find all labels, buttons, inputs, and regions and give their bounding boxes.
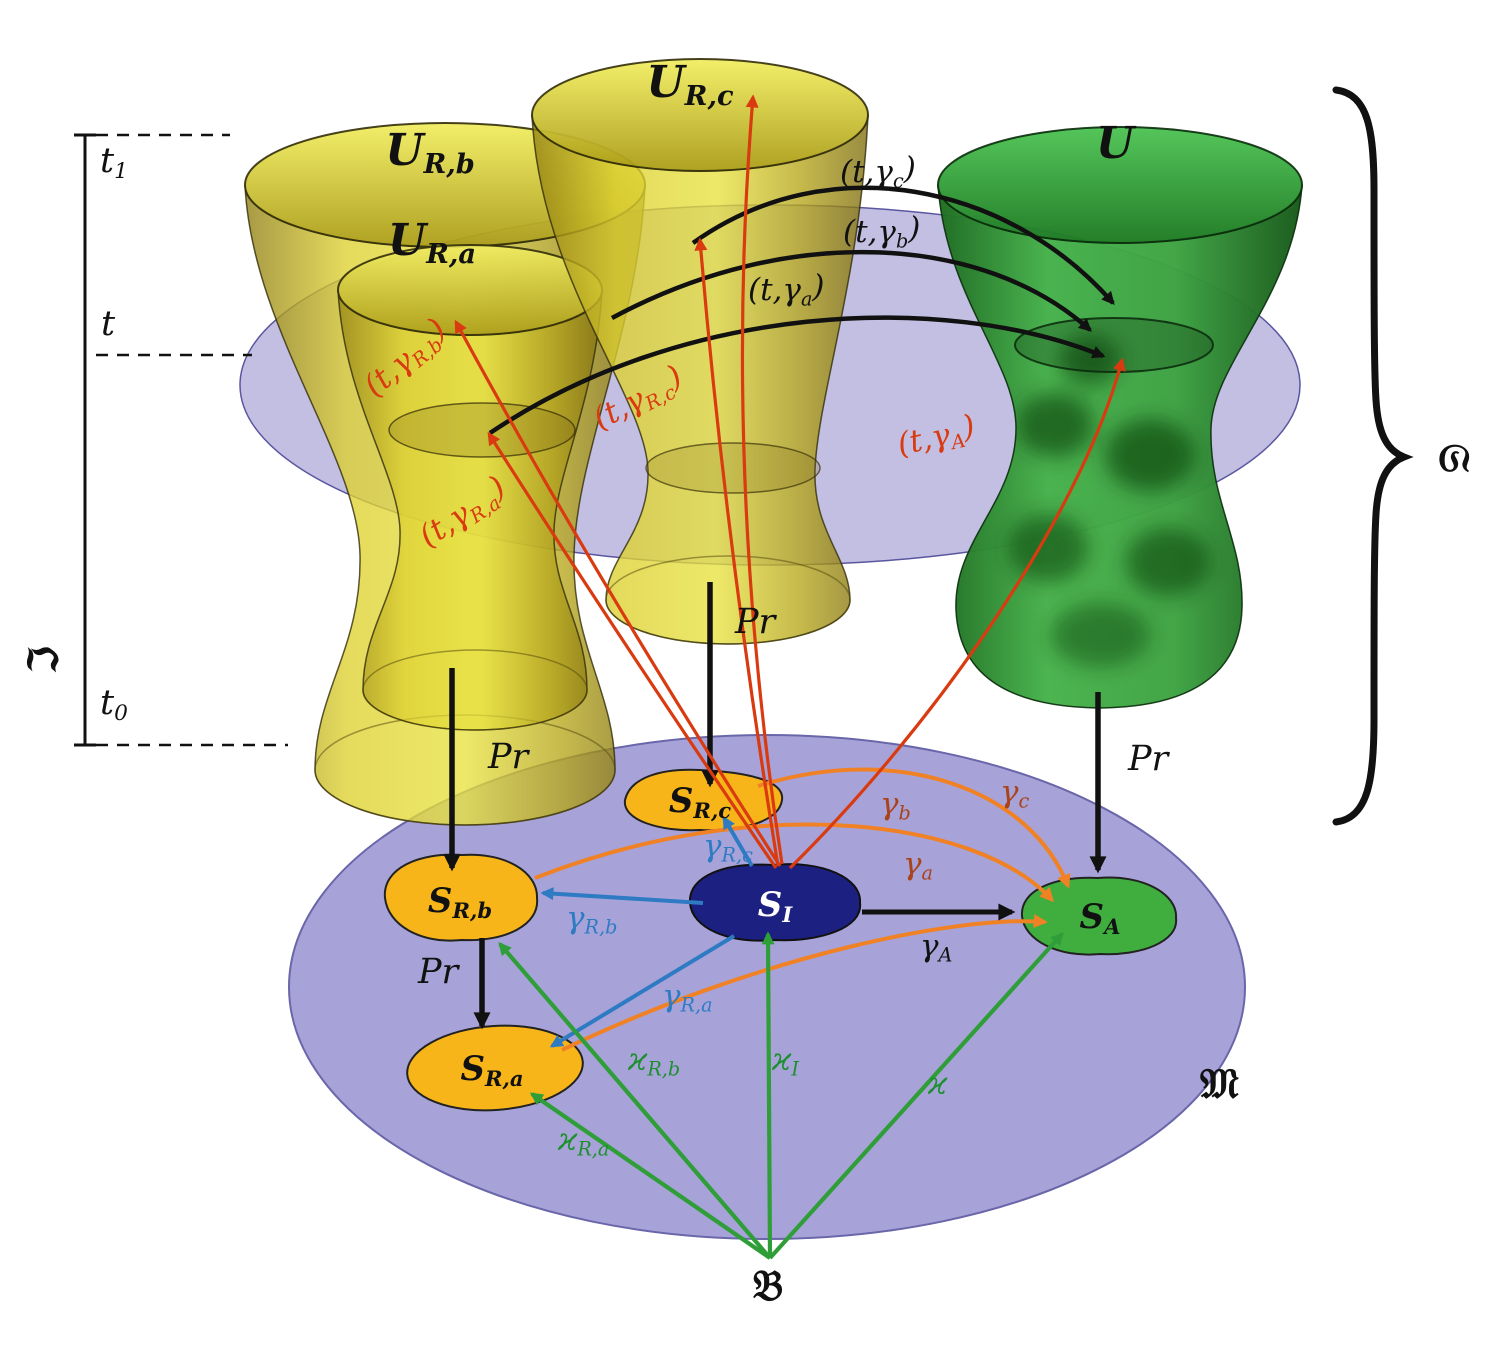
arrow-gamma-c: [757, 767, 1071, 889]
region-s-rb: [383, 853, 539, 942]
label-pr-s-rb: Pr: [417, 952, 461, 992]
label-t: t: [101, 304, 116, 344]
label-s-rb: SR,b: [428, 881, 492, 923]
tube-u-slice-curve: [1014, 317, 1214, 373]
arrow-kappa: [768, 932, 1064, 1260]
label-gamma-a: γa: [903, 846, 933, 884]
arrow-t-gamma-rc: [740, 94, 784, 865]
region-s-rc: [623, 768, 784, 832]
tube-u-rc-bottom-rim: [605, 555, 851, 645]
arrow-kappa-ra: [529, 1092, 772, 1260]
tube-u-ra-slice-curve: [388, 402, 576, 458]
label-s-i: SI: [758, 885, 794, 927]
label-u: U: [1096, 118, 1137, 169]
arrow-t-gamma-ra: [487, 431, 778, 869]
label-kappa-rb: ϰR,b: [627, 1042, 680, 1080]
label-t0: t0: [100, 683, 128, 726]
label-kappa-ra: ϰR,a: [557, 1122, 609, 1160]
tube-u-top-rim: [937, 126, 1303, 244]
label-t-gamma-a: (t,γa): [748, 269, 825, 311]
label-gamma-A: γA: [920, 928, 952, 966]
tube-u-rc-slice-curve: [645, 442, 821, 494]
label-kappa: ϰ: [927, 1066, 948, 1102]
label-interval-frak-i: ℑ: [19, 645, 68, 674]
label-pr-u: Pr: [1127, 739, 1171, 779]
label-u-rb: UR,b: [385, 125, 475, 180]
arrow-kappa-i: [761, 931, 775, 1259]
arrow-t-gamma-a: [488, 315, 1106, 435]
arrow-gamma-b: [534, 822, 1054, 903]
label-manifold-frak-m: 𝔐: [1200, 1059, 1239, 1108]
arrow-t-gamma-rc-inner: [694, 237, 780, 867]
region-s-ra: [406, 1024, 584, 1112]
label-s-a: SA: [1080, 897, 1121, 939]
region-s-i: [688, 863, 862, 942]
label-u-rc: UR,c: [646, 57, 734, 112]
arrow-gamma-rc: [722, 815, 754, 868]
tube-u-ra-bottom-rim: [362, 649, 588, 731]
label-base-frak-b: 𝔅: [753, 1261, 783, 1310]
label-s-ra: SR,a: [460, 1049, 523, 1091]
label-t1: t1: [100, 141, 128, 184]
arrow-kappa-rb: [498, 942, 772, 1260]
arrow-gamma-a: [561, 914, 1048, 1052]
arrow-t-gamma-b: [610, 249, 1092, 332]
label-brace-frak-s: 𝔖: [1430, 443, 1479, 473]
label-s-rc: SR,c: [669, 781, 731, 823]
label-gamma-c: γc: [1000, 774, 1030, 812]
arrow-t-gamma-rb: [454, 319, 782, 867]
brace: [1332, 86, 1414, 826]
arrow-t-gamma-A: [788, 357, 1126, 870]
label-pr-u-rb: Pr: [487, 737, 531, 777]
label-gamma-ra: γR,a: [662, 978, 713, 1016]
label-kappa-i: ϰI: [771, 1042, 799, 1080]
arrow-t-gamma-c: [691, 185, 1115, 305]
label-gamma-b: γb: [880, 786, 911, 824]
tube-u-rc-top-rim: [531, 58, 869, 172]
arrow-gamma-rb: [540, 887, 704, 905]
label-gamma-rc: γR,c: [703, 828, 753, 866]
arrow-gamma-ra: [549, 934, 736, 1048]
label-pr-u-rc: Pr: [734, 602, 778, 642]
label-t-gamma-b: (t,γb): [843, 211, 920, 253]
label-u-ra: UR,a: [388, 215, 476, 270]
label-t-gamma-c: (t,γc): [840, 151, 916, 193]
label-gamma-rb: γR,b: [566, 900, 617, 938]
